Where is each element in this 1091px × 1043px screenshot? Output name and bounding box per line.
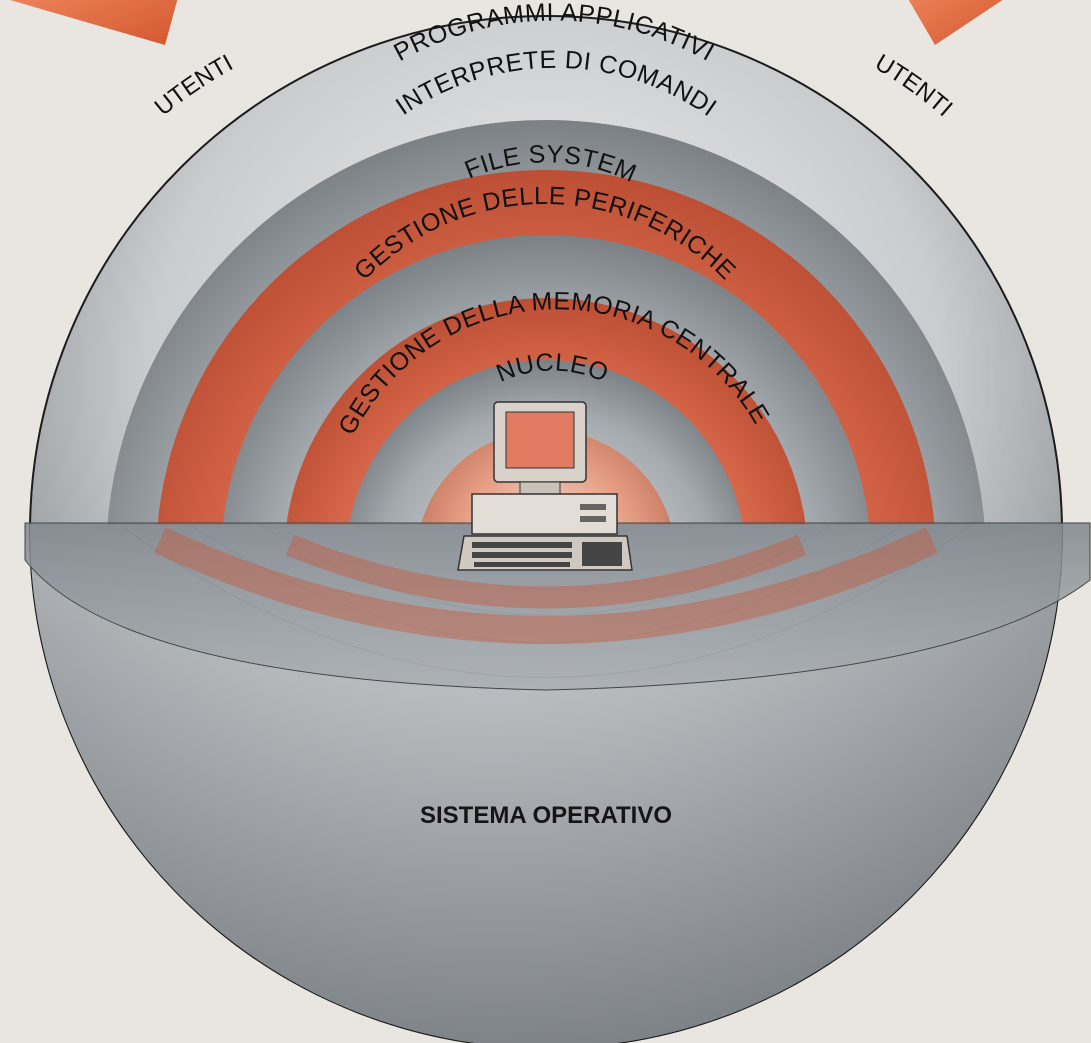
arrow-right-icon [908, 0, 1003, 45]
arrow-left-icon [10, 0, 178, 45]
computer-icon [457, 401, 633, 571]
disc-plane [24, 522, 1091, 691]
label-sistema-operativo: SISTEMA OPERATIVO [420, 802, 672, 829]
